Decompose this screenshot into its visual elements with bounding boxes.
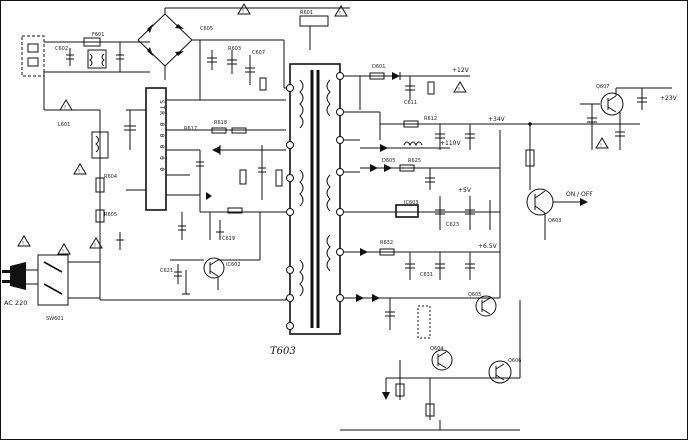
svg-text:!: ! [78,169,80,175]
svg-text:!: ! [600,143,602,149]
svg-text:IC602: IC602 [226,262,241,268]
svg-text:Q605: Q605 [468,292,481,298]
svg-text:Q607: Q607 [596,84,609,90]
line-filter-block: ! ! [73,131,124,250]
svg-text:!: ! [458,87,460,93]
svg-text:F601: F601 [92,32,104,38]
feedback-transistor [170,212,261,295]
svg-text:R632: R632 [380,240,393,246]
transformer-label: T603 [270,346,296,357]
svg-text:R603: R603 [228,46,241,52]
svg-text:Q604: Q604 [430,346,443,352]
svg-text:Q603: Q603 [548,218,561,224]
svg-text:C623: C623 [446,222,459,228]
rail-label-onoff: ON / OFF [566,191,593,198]
svg-text:R601: R601 [300,10,313,16]
svg-text:C607: C607 [252,50,265,56]
standby-control [344,130,521,420]
svg-text:C619: C619 [222,236,235,242]
primary-snubber [178,99,286,240]
svg-text:C631: C631 [420,272,433,278]
svg-text:R617: R617 [184,126,197,132]
rail-label-34v: +34V [488,116,506,123]
ground-bus [100,298,520,431]
secondary-rail-12v: ! +12V [344,67,470,110]
svg-text:R604: R604 [104,174,117,180]
mains-input-filter [21,35,150,77]
rail-label-12v: +12V [452,67,470,74]
svg-text:!: ! [339,11,341,17]
rail-label-6v5: +6.5V [478,243,498,250]
rail-label-110v: +110V [440,140,461,147]
svg-text:C621: C621 [160,268,173,274]
svg-text:C611: C611 [404,100,417,106]
svg-text:IC603: IC603 [404,200,419,206]
svg-text:STR 0 0 0 0 0: STR 0 0 0 0 0 [158,100,165,173]
secondary-rail-34v: +34V [344,111,532,150]
svg-text:!: ! [242,9,244,15]
svg-text:C605: C605 [200,26,213,32]
svg-text:!: ! [94,243,96,249]
primary-filter: ! ! [199,3,350,100]
svg-text:!: ! [64,105,66,111]
on-off-transistor: ON / OFF [525,130,593,240]
rail-label-5v: +5V [458,187,472,194]
svg-text:R625: R625 [408,158,421,164]
component-annotations: C602 F601 C605 R603 C607 R601 D601 C611 … [46,10,609,364]
bridge-rectifier [137,7,280,80]
regulator-23v: ! +23V [530,87,678,150]
svg-text:D601: D601 [372,64,385,70]
svg-text:R618: R618 [214,120,227,126]
svg-text:SW601: SW601 [46,316,64,322]
svg-text:L601: L601 [58,122,70,128]
svg-text:D605: D605 [382,158,395,164]
svg-text:R612: R612 [424,116,437,122]
rail-label-23v: +23V [660,95,678,102]
mains-label: AC 220 [4,299,27,307]
svg-text:!: ! [62,249,64,255]
secondary-rail-110v: +110V [344,139,500,190]
mains-cord-switch: AC 220 ! ! ! [2,72,101,307]
svg-text:Q606: Q606 [508,358,521,364]
svg-text:!: ! [22,241,24,247]
svg-text:R605: R605 [104,212,117,218]
secondary-rail-6v5: +6.5V [344,243,500,280]
transformer-t603: T603 [270,63,344,357]
secondary-rail-5v: +5V [344,187,500,230]
svg-text:C602: C602 [55,46,68,52]
